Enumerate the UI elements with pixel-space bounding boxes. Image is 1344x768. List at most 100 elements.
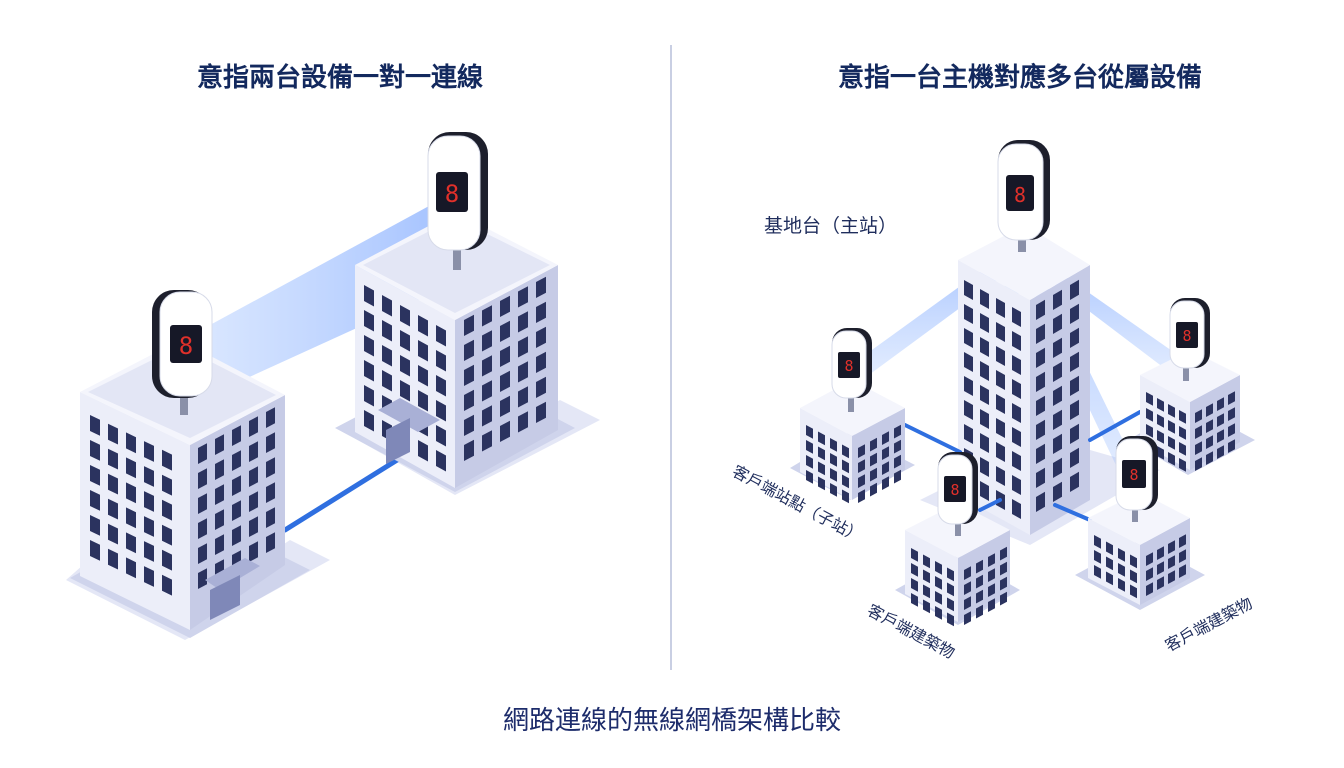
cbl-right-window [1000,561,1007,576]
tower-right-window [1070,351,1079,372]
ctr-left-window [1179,426,1186,440]
ctr-left-window [1157,414,1164,428]
sub-left-window [806,455,813,469]
building-b-right-window [482,355,492,377]
building-a-left-window [90,415,100,436]
sub-left-window [830,468,837,482]
building-b-right-window [536,351,546,373]
tower-left-window [1012,355,1021,375]
building-b-right-window [464,314,474,336]
building-b-right-window [500,345,510,367]
building-a-right-window [266,457,275,478]
tower-left-window [1012,403,1021,423]
tower-left-window [1012,427,1021,447]
bridge-device-left-b: 8 [427,132,488,270]
cbl-right-window [988,568,995,582]
building-b-left-window [364,285,374,307]
tower-left-window [1012,307,1021,327]
building-b-left-window [436,350,446,372]
bridge-device-client-top-right: 8 [1169,298,1210,381]
building-a-right-window [232,500,241,521]
tower-left-window [980,289,989,309]
cbr-right-window [1168,570,1175,584]
tower-left-window [996,346,1005,366]
sub-right-window [870,452,877,467]
building-a-right-window [198,543,207,564]
sub-left-window [842,459,849,474]
sub-right-window [882,446,889,460]
bridge-device-client-bottom-right: 8 [1115,436,1158,522]
tower-right-window [1070,447,1079,468]
cbl-right-window [964,596,971,610]
building-b-left-window [364,360,374,382]
main-tower-windows [964,279,1079,519]
building-b-right-window [500,420,510,442]
ctr-left-window [1168,436,1175,450]
building-b-right-window [500,395,510,417]
building-a-right-window [215,434,224,455]
cbr-right-window [1168,555,1175,569]
right-panel-title: 意指一台主機對應多台從屬設備 [837,63,1202,93]
sub-left-window [830,483,837,497]
device-display-main: 8 [1014,183,1026,207]
sub-right-window [858,489,865,503]
cbl-right-window [964,566,971,580]
building-a-left-window [126,557,136,579]
building-a-left-window [90,490,100,511]
cbl-right-window [976,574,983,589]
building-b-right-window [464,389,474,411]
tower-right-window [1070,327,1079,348]
sub-left-window [818,476,825,491]
building-b-right-window [464,414,474,436]
cables-right [903,410,1142,522]
client-building-top-right-windows [1146,391,1235,472]
building-b-left-window [418,440,428,462]
building-a-left-window [144,466,154,487]
cbl-right-window [964,581,971,595]
device-display-subscriber: 8 [844,357,853,375]
building-a-left-window [108,498,118,520]
tower-right-window [1070,399,1079,420]
cbr-right-window [1146,552,1153,566]
ctr-right-window [1228,407,1235,421]
building-a-right-window [249,541,258,562]
tower-left-window [964,352,973,372]
cbl-left-window [911,593,918,607]
building-b-right-window [536,326,546,348]
sub-right-window [858,459,865,473]
cbl-right-window [988,583,995,597]
tower-left-window [996,466,1005,486]
ctr-left-window [1157,446,1164,460]
tower-left-window [996,298,1005,318]
ctr-left-window [1179,442,1186,456]
cbl-left-window [923,569,930,584]
sub-left-window [818,431,825,446]
sub-right-window [870,437,877,452]
building-b-right-window [482,405,492,427]
tower-right-window [1053,385,1062,406]
sub-left-window [806,425,813,439]
tower-right-window [1036,323,1045,344]
building-b-left-window [364,385,374,407]
building-a-right-window [249,416,258,437]
building-a-left-window [162,449,172,471]
cbl-right-window [1000,591,1007,606]
cbr-right-window [1146,567,1153,581]
building-b-right-window [464,439,474,461]
building-a-right-window [215,484,224,505]
cbl-left-window [911,548,918,562]
sub-right-window [894,439,901,454]
sub-left-window [842,444,849,459]
tower-left-window [1012,451,1021,471]
building-a-right-window [249,516,258,537]
building-b-right-window [518,286,528,308]
cbr-left-window [1094,565,1101,579]
cable-left [282,449,413,533]
cbl-left-window [947,597,954,612]
sub-right-window [870,482,877,497]
ctr-right-window [1217,429,1224,443]
building-a-right-window [198,443,207,464]
ctr-left-window [1179,458,1186,472]
tower-right-window [1053,337,1062,358]
bridge-device-subscriber: 8 [831,328,872,412]
